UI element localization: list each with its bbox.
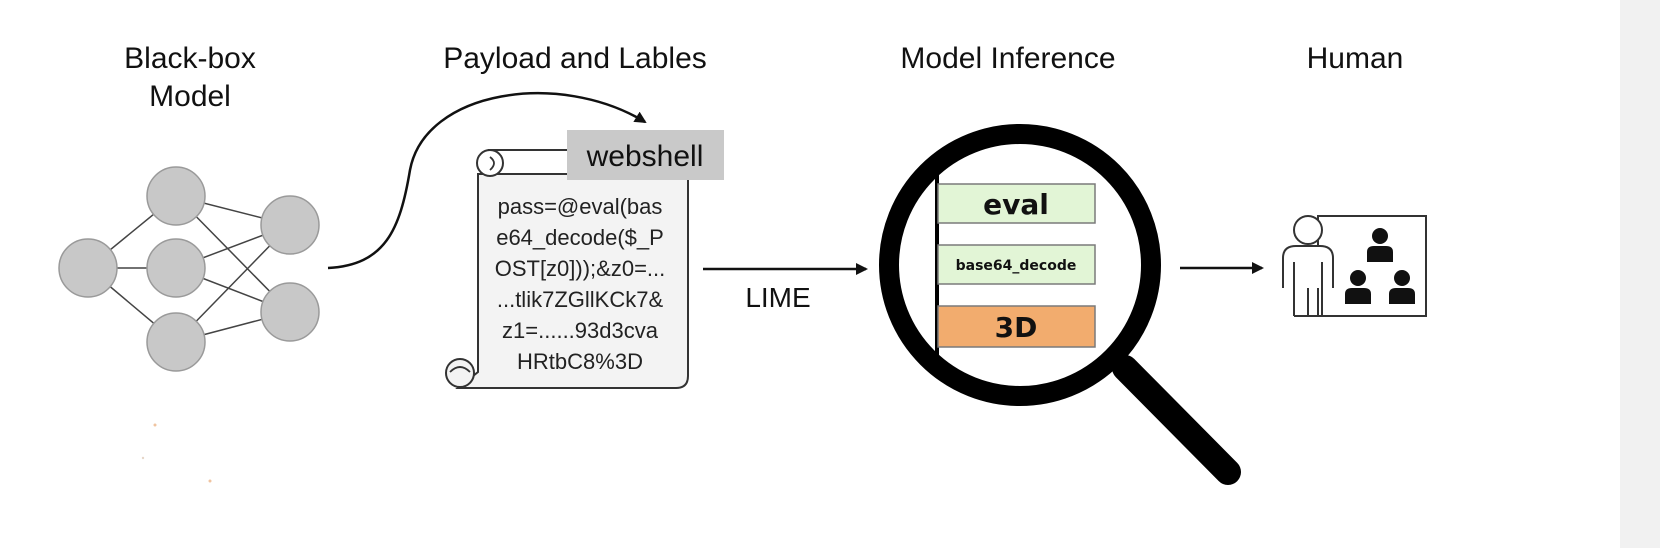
nn-node-hidden-3 [146,312,206,372]
speck [208,479,212,483]
feature-label-eval: eval [983,188,1049,221]
blackbox-title-line2: Model [149,80,231,113]
right-edge-strip [1620,0,1660,548]
code-line: OST[z0]));&z0=... [495,256,666,281]
code-line: ...tlik7ZGllKCk7& [497,287,664,312]
payload-label-box [567,130,724,180]
lime-label: LIME [745,282,810,313]
feature-label-base64: base64_decode [956,258,1077,274]
person-icon [1282,215,1334,317]
feature-box-3d [937,305,1096,348]
payload-code: pass=@eval(bas e64_decode($_P OST[z0]));… [495,194,666,374]
speck [153,423,157,427]
code-line: z1=......93d3cva [502,318,659,343]
nn-node-input [58,238,118,298]
code-line: HRtbC8%3D [517,349,643,374]
scroll-icon [445,149,689,389]
nn-node-hidden-1 [146,166,206,226]
audience-icon [1317,215,1427,317]
neural-network-icon [58,166,320,372]
nn-node-hidden-2 [146,238,206,298]
blackbox-title-line1: Black-box [124,42,256,75]
pipeline-diagram: Black-box Model Payload and Lables Model… [58,42,1427,485]
curved-arrow [327,92,647,270]
inference-title: Model Inference [900,42,1115,75]
feature-box-eval [937,183,1096,224]
speck [141,456,145,460]
human-title: Human [1307,42,1404,75]
payload-label: webshell [586,140,704,173]
feature-box-base64 [937,244,1096,285]
code-line: e64_decode($_P [496,225,664,250]
nn-node-output-1 [260,195,320,255]
feature-label-3d: 3D [995,311,1038,344]
code-line: pass=@eval(bas [498,194,663,219]
nn-node-output-2 [260,282,320,342]
payload-title: Payload and Lables [443,42,707,75]
